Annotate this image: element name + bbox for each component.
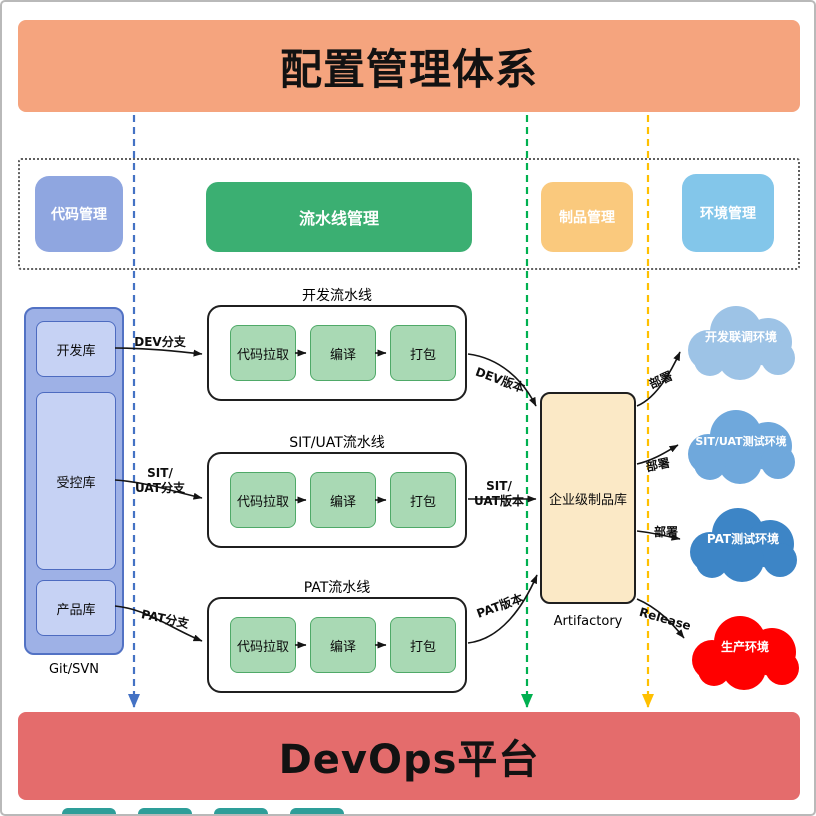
pipeline-step-compile: 编译 bbox=[310, 472, 376, 528]
page-title: 配置管理体系 bbox=[279, 44, 538, 94]
repo-dev: 开发库 bbox=[36, 321, 116, 377]
devops-platform-banner: DevOps平台 bbox=[18, 712, 800, 800]
pipeline-dev-title: 开发流水线 bbox=[302, 288, 372, 304]
devops-platform-title: DevOps平台 bbox=[278, 737, 540, 783]
cutoff-box bbox=[138, 808, 192, 814]
artifact-caption: Artifactory bbox=[553, 614, 623, 629]
env-cloud-pat bbox=[690, 508, 797, 582]
cutoff-box bbox=[62, 808, 116, 814]
pipeline-step-package: 打包 bbox=[390, 325, 456, 381]
deploy-label-pat: 部署 bbox=[653, 525, 678, 539]
version-label-dev: DEV版本 bbox=[473, 364, 527, 396]
pipeline-situat: 代码拉取 编译 打包 bbox=[207, 452, 467, 548]
management-lanes-container bbox=[18, 158, 800, 270]
pipeline-pat-title: PAT流水线 bbox=[303, 580, 371, 596]
scm-caption: Git/SVN bbox=[48, 662, 100, 677]
pipeline-step-checkout: 代码拉取 bbox=[230, 472, 296, 528]
pipeline-pat: 代码拉取 编译 打包 bbox=[207, 597, 467, 693]
branch-label-dev: DEV分支 bbox=[134, 335, 186, 349]
pipeline-step-checkout: 代码拉取 bbox=[230, 325, 296, 381]
scm-repo-group: 开发库 受控库 产品库 bbox=[24, 307, 124, 655]
pipeline-situat-title: SIT/UAT流水线 bbox=[289, 435, 385, 451]
env-cloud-production bbox=[692, 616, 799, 690]
artifact-repo: 企业级制品库 bbox=[540, 392, 636, 604]
pipeline-step-compile: 编译 bbox=[310, 325, 376, 381]
env-cloud-situat bbox=[688, 410, 795, 484]
deploy-label-dev: 部署 bbox=[646, 368, 675, 392]
title-banner: 配置管理体系 bbox=[18, 20, 800, 112]
lane-chip-pipeline-management: 流水线管理 bbox=[206, 182, 472, 252]
version-label-pat: PAT版本 bbox=[474, 591, 525, 621]
deploy-arrows bbox=[636, 351, 685, 639]
pipeline-step-package: 打包 bbox=[390, 617, 456, 673]
pipeline-step-package: 打包 bbox=[390, 472, 456, 528]
lane-chip-environment-management: 环境管理 bbox=[682, 174, 774, 252]
version-label-situat: SIT/ UAT版本 bbox=[474, 479, 524, 508]
repo-controlled: 受控库 bbox=[36, 392, 116, 570]
env-label-dev: 开发联调环境 bbox=[704, 330, 777, 344]
env-cloud-dev bbox=[688, 306, 795, 380]
cutoff-box bbox=[290, 808, 344, 814]
env-label-pat: PAT测试环境 bbox=[706, 532, 780, 546]
lane-chip-artifact-management: 制品管理 bbox=[541, 182, 633, 252]
pipeline-step-checkout: 代码拉取 bbox=[230, 617, 296, 673]
branch-label-situat: SIT/ UAT分支 bbox=[135, 466, 185, 495]
pipeline-dev: 代码拉取 编译 打包 bbox=[207, 305, 467, 401]
env-label-production: 生产环境 bbox=[720, 640, 769, 654]
env-label-situat: SIT/UAT测试环境 bbox=[695, 435, 787, 448]
lane-chip-code-management: 代码管理 bbox=[35, 176, 123, 252]
branch-label-pat: PAT分支 bbox=[140, 607, 191, 631]
repo-product: 产品库 bbox=[36, 580, 116, 636]
deploy-label-situat: 部署 bbox=[644, 455, 672, 475]
cutoff-box bbox=[214, 808, 268, 814]
pipeline-step-compile: 编译 bbox=[310, 617, 376, 673]
